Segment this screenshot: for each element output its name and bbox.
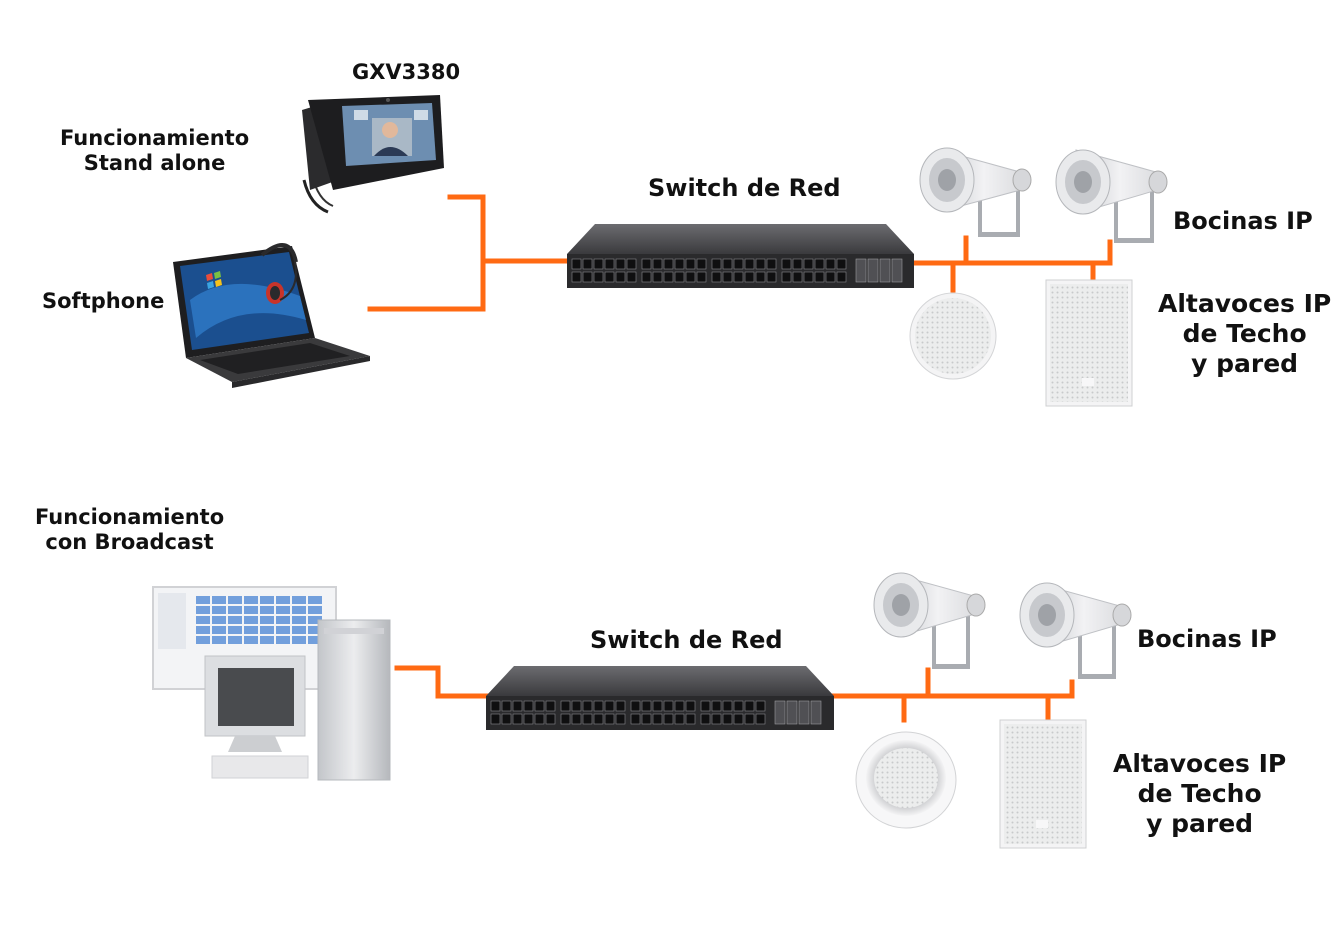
broadcast-grid — [196, 596, 322, 644]
speakers-label-bottom: Altavoces IP de Techo y pared — [1113, 749, 1286, 839]
wire-phone-laptop — [367, 194, 486, 312]
mode-label-standalone-line2: Stand alone — [83, 151, 226, 176]
horns-label-bottom: Bocinas IP — [1137, 625, 1277, 653]
network-switch-icon — [567, 224, 914, 288]
horn-speaker-icon — [919, 147, 1032, 237]
ip-video-phone-icon — [302, 95, 444, 214]
speakers-label-line1: Altavoces IP — [1158, 289, 1332, 318]
horn-speaker-icon-bottom-1 — [873, 572, 986, 669]
speakers-label-bottom-line1: Altavoces IP — [1113, 749, 1287, 778]
network-switch-icon-bottom — [486, 666, 834, 730]
mode-label-standalone: Funcionamiento Stand alone — [60, 126, 249, 176]
broadcast-workstation-icon — [152, 586, 391, 781]
speakers-label-line2: de Techo — [1182, 319, 1307, 348]
speakers-label: Altavoces IP de Techo y pared — [1158, 289, 1331, 379]
laptop-headset-icon — [173, 243, 370, 388]
horn-speaker-icon-bottom-2 — [1019, 582, 1132, 679]
mode-label-broadcast: Funcionamiento con Broadcast — [35, 505, 224, 555]
horns-label: Bocinas IP — [1173, 207, 1313, 235]
top-wires — [367, 194, 1113, 312]
mode-label-standalone-line1: Funcionamiento — [60, 126, 250, 150]
speakers-label-bottom-line2: de Techo — [1137, 779, 1262, 808]
ceiling-speaker-icon-bottom — [855, 731, 957, 829]
speakers-label-line3: y pared — [1191, 349, 1299, 378]
switch-label-bottom: Switch de Red — [590, 626, 783, 654]
mode-label-broadcast-line1: Funcionamiento — [35, 505, 225, 529]
mode-label-broadcast-line2: con Broadcast — [45, 530, 214, 555]
ceiling-speaker-icon — [909, 292, 997, 380]
wire-workstation — [394, 665, 493, 699]
switch-ports-bottom — [490, 700, 822, 725]
switch-label: Switch de Red — [648, 174, 841, 202]
speakers-label-bottom-line3: y pared — [1146, 809, 1254, 838]
horn-speaker-icon-2 — [1055, 149, 1168, 243]
switch-ports — [571, 258, 903, 283]
bottom-wires — [394, 665, 1075, 723]
softphone-label: Softphone — [42, 289, 165, 313]
phone-model-label: GXV3380 — [352, 60, 461, 84]
wall-speaker-icon-bottom — [999, 719, 1087, 849]
wall-speaker-icon — [1045, 279, 1133, 407]
